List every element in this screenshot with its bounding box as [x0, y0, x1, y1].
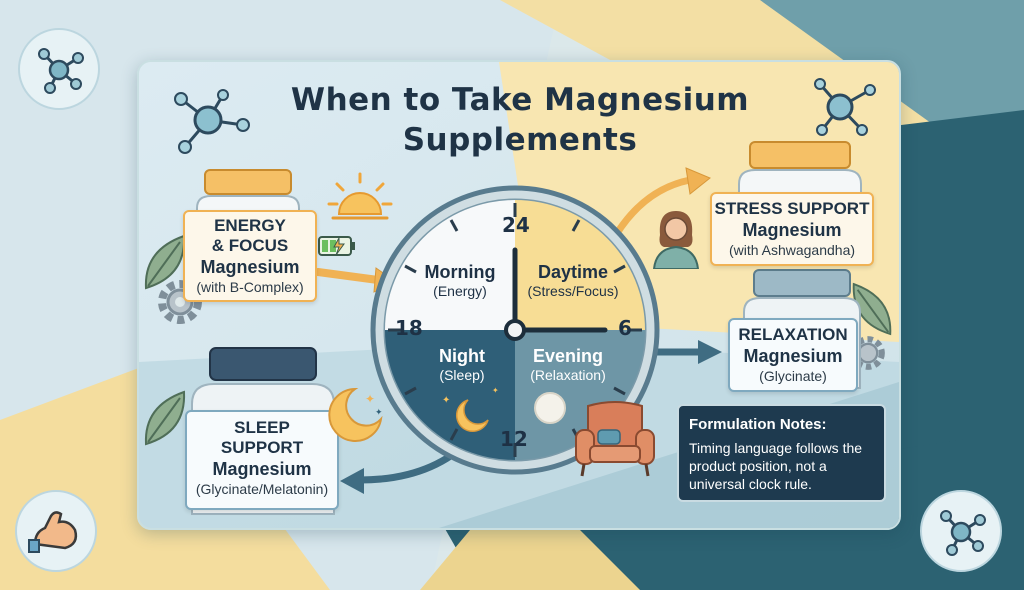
svg-text:✦: ✦ [442, 395, 450, 406]
notes-title: Formulation Notes: [689, 416, 827, 433]
molecule-icon [174, 89, 250, 154]
product-magnesium-relaxation: Magnesium [743, 346, 843, 366]
full-moon-icon [534, 392, 566, 424]
battery-icon [318, 236, 355, 256]
muscle-icon [28, 511, 78, 553]
sun-icon [327, 172, 393, 220]
product-name-sleep-1: SLEEP [234, 418, 290, 437]
armchair-icon [575, 401, 655, 477]
product-name-stress: STRESS SUPPORT [714, 199, 870, 218]
product-card-sleep: SLEEP SUPPORT Magnesium (Glycinate/Melat… [185, 410, 339, 510]
page-title: When to Take Magnesium Supplements [200, 80, 840, 160]
product-magnesium-energy: Magnesium [200, 257, 300, 277]
gear-icon [851, 336, 885, 370]
quadrant-daytime [515, 200, 645, 330]
product-name-energy-2: & FOCUS [211, 236, 289, 255]
corner-molecule-top-left [18, 28, 100, 110]
product-name-energy-1: ENERGY [214, 216, 286, 235]
stars-icon: ✦ [365, 392, 375, 406]
product-magnesium-stress: Magnesium [742, 220, 842, 240]
leaf-icon [144, 234, 186, 290]
product-formula-stress: (with Ashwagandha) [728, 242, 856, 258]
svg-text:✦: ✦ [492, 386, 499, 395]
product-card-stress: STRESS SUPPORT Magnesium (with Ashwagand… [710, 192, 874, 266]
molecule-icon [38, 48, 84, 94]
clock-number-left: 18 [395, 316, 423, 340]
corner-muscle [15, 490, 97, 572]
quadrant-evening-label: Evening (Relaxation) [530, 346, 606, 383]
quadrant-night-label: Night (Sleep) [439, 346, 485, 383]
product-name-relaxation: RELAXATION [738, 325, 848, 344]
product-magnesium-sleep: Magnesium [212, 459, 312, 479]
clock-number-top: 24 [502, 213, 530, 237]
molecule-icon [940, 510, 986, 556]
product-card-energy: ENERGY & FOCUS Magnesium (with B-Complex… [183, 210, 317, 302]
svg-text:✦: ✦ [375, 407, 383, 417]
title-line-1: When to Take Magnesium [290, 82, 750, 118]
clock-number-bottom: 12 [500, 427, 528, 451]
bottle-icon-stress [738, 141, 862, 200]
leaf-icon [144, 390, 186, 446]
product-formula-sleep: (Glycinate/Melatonin) [195, 481, 329, 497]
notes-body: Timing language follows the product posi… [689, 440, 863, 492]
clock-number-right: 6 [618, 316, 632, 340]
leaf-icon [852, 282, 892, 336]
quadrant-morning [385, 200, 515, 330]
clock: ✦ ✦ [370, 185, 660, 475]
moon-icon: ✦ ✦ [442, 386, 499, 433]
quadrant-evening [515, 330, 645, 460]
quadrant-morning-label: Morning (Energy) [424, 262, 496, 299]
product-formula-energy: (with B-Complex) [196, 279, 304, 295]
corner-molecule-bottom-right [920, 490, 1002, 572]
person-icon [652, 211, 700, 269]
product-formula-relaxation: (Glycinate) [759, 368, 827, 384]
product-name-sleep-2: SUPPORT [220, 438, 304, 457]
product-card-relaxation: RELAXATION Magnesium (Glycinate) [728, 318, 858, 392]
formulation-notes: Formulation Notes: Timing language follo… [677, 404, 886, 502]
quadrant-daytime-label: Daytime (Stress/Focus) [527, 262, 619, 299]
molecule-icon [814, 78, 876, 136]
moon-icon: ✦ ✦ [328, 387, 383, 442]
title-line-2: Supplements [402, 122, 638, 158]
